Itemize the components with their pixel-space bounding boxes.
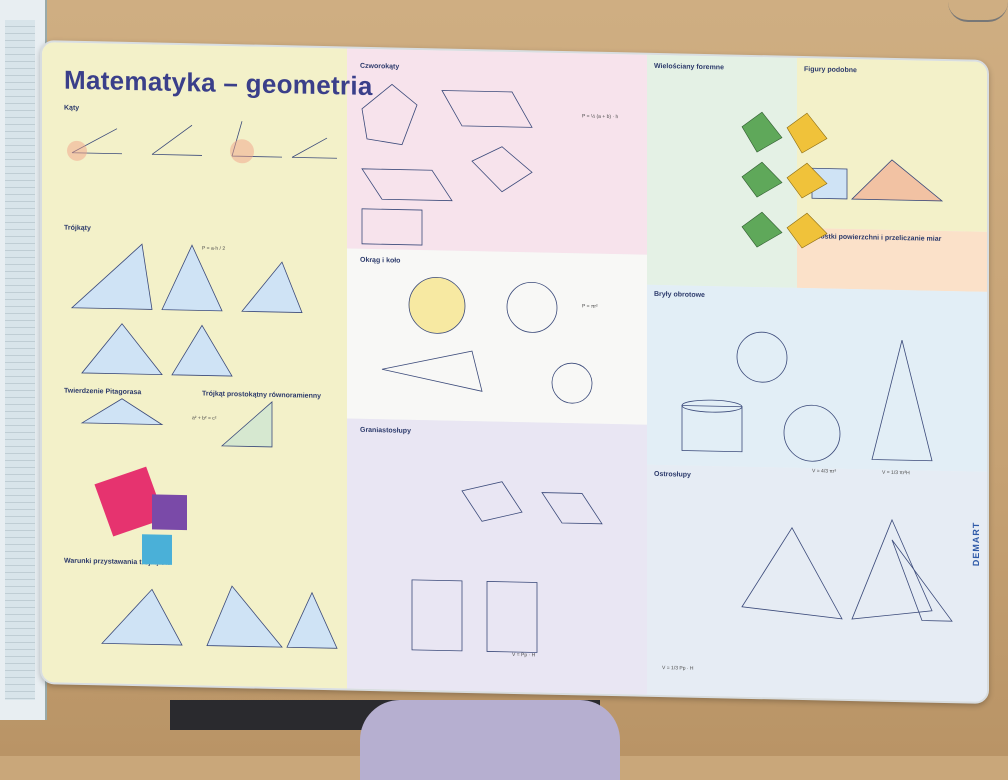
cable bbox=[948, 0, 1008, 22]
circle-area-formula: P = πr² bbox=[582, 303, 598, 310]
geometry-diagrams bbox=[67, 83, 953, 653]
pythagoras-formula: a² + b² = c² bbox=[192, 415, 217, 422]
trapezoid-formula: P = ½ (a + b) · h bbox=[582, 113, 619, 121]
organizer-slats bbox=[5, 20, 35, 700]
fabric-object bbox=[360, 700, 620, 780]
geometry-desk-mat: Matematyka – geometria Kąty Trójkąty Twi… bbox=[40, 40, 989, 704]
triangle-area-formula: P = a·h / 2 bbox=[202, 245, 226, 252]
sphere-volume-formula: V = 4/3 πr³ bbox=[812, 468, 837, 475]
cone-volume-formula: V = 1/3 πr²H bbox=[882, 469, 910, 477]
brand-logo: DEMART bbox=[971, 521, 981, 567]
prism-volume-formula: V = Pp · H bbox=[512, 651, 536, 659]
pyramid-volume-formula: V = 1/3 Pp · H bbox=[662, 665, 694, 672]
